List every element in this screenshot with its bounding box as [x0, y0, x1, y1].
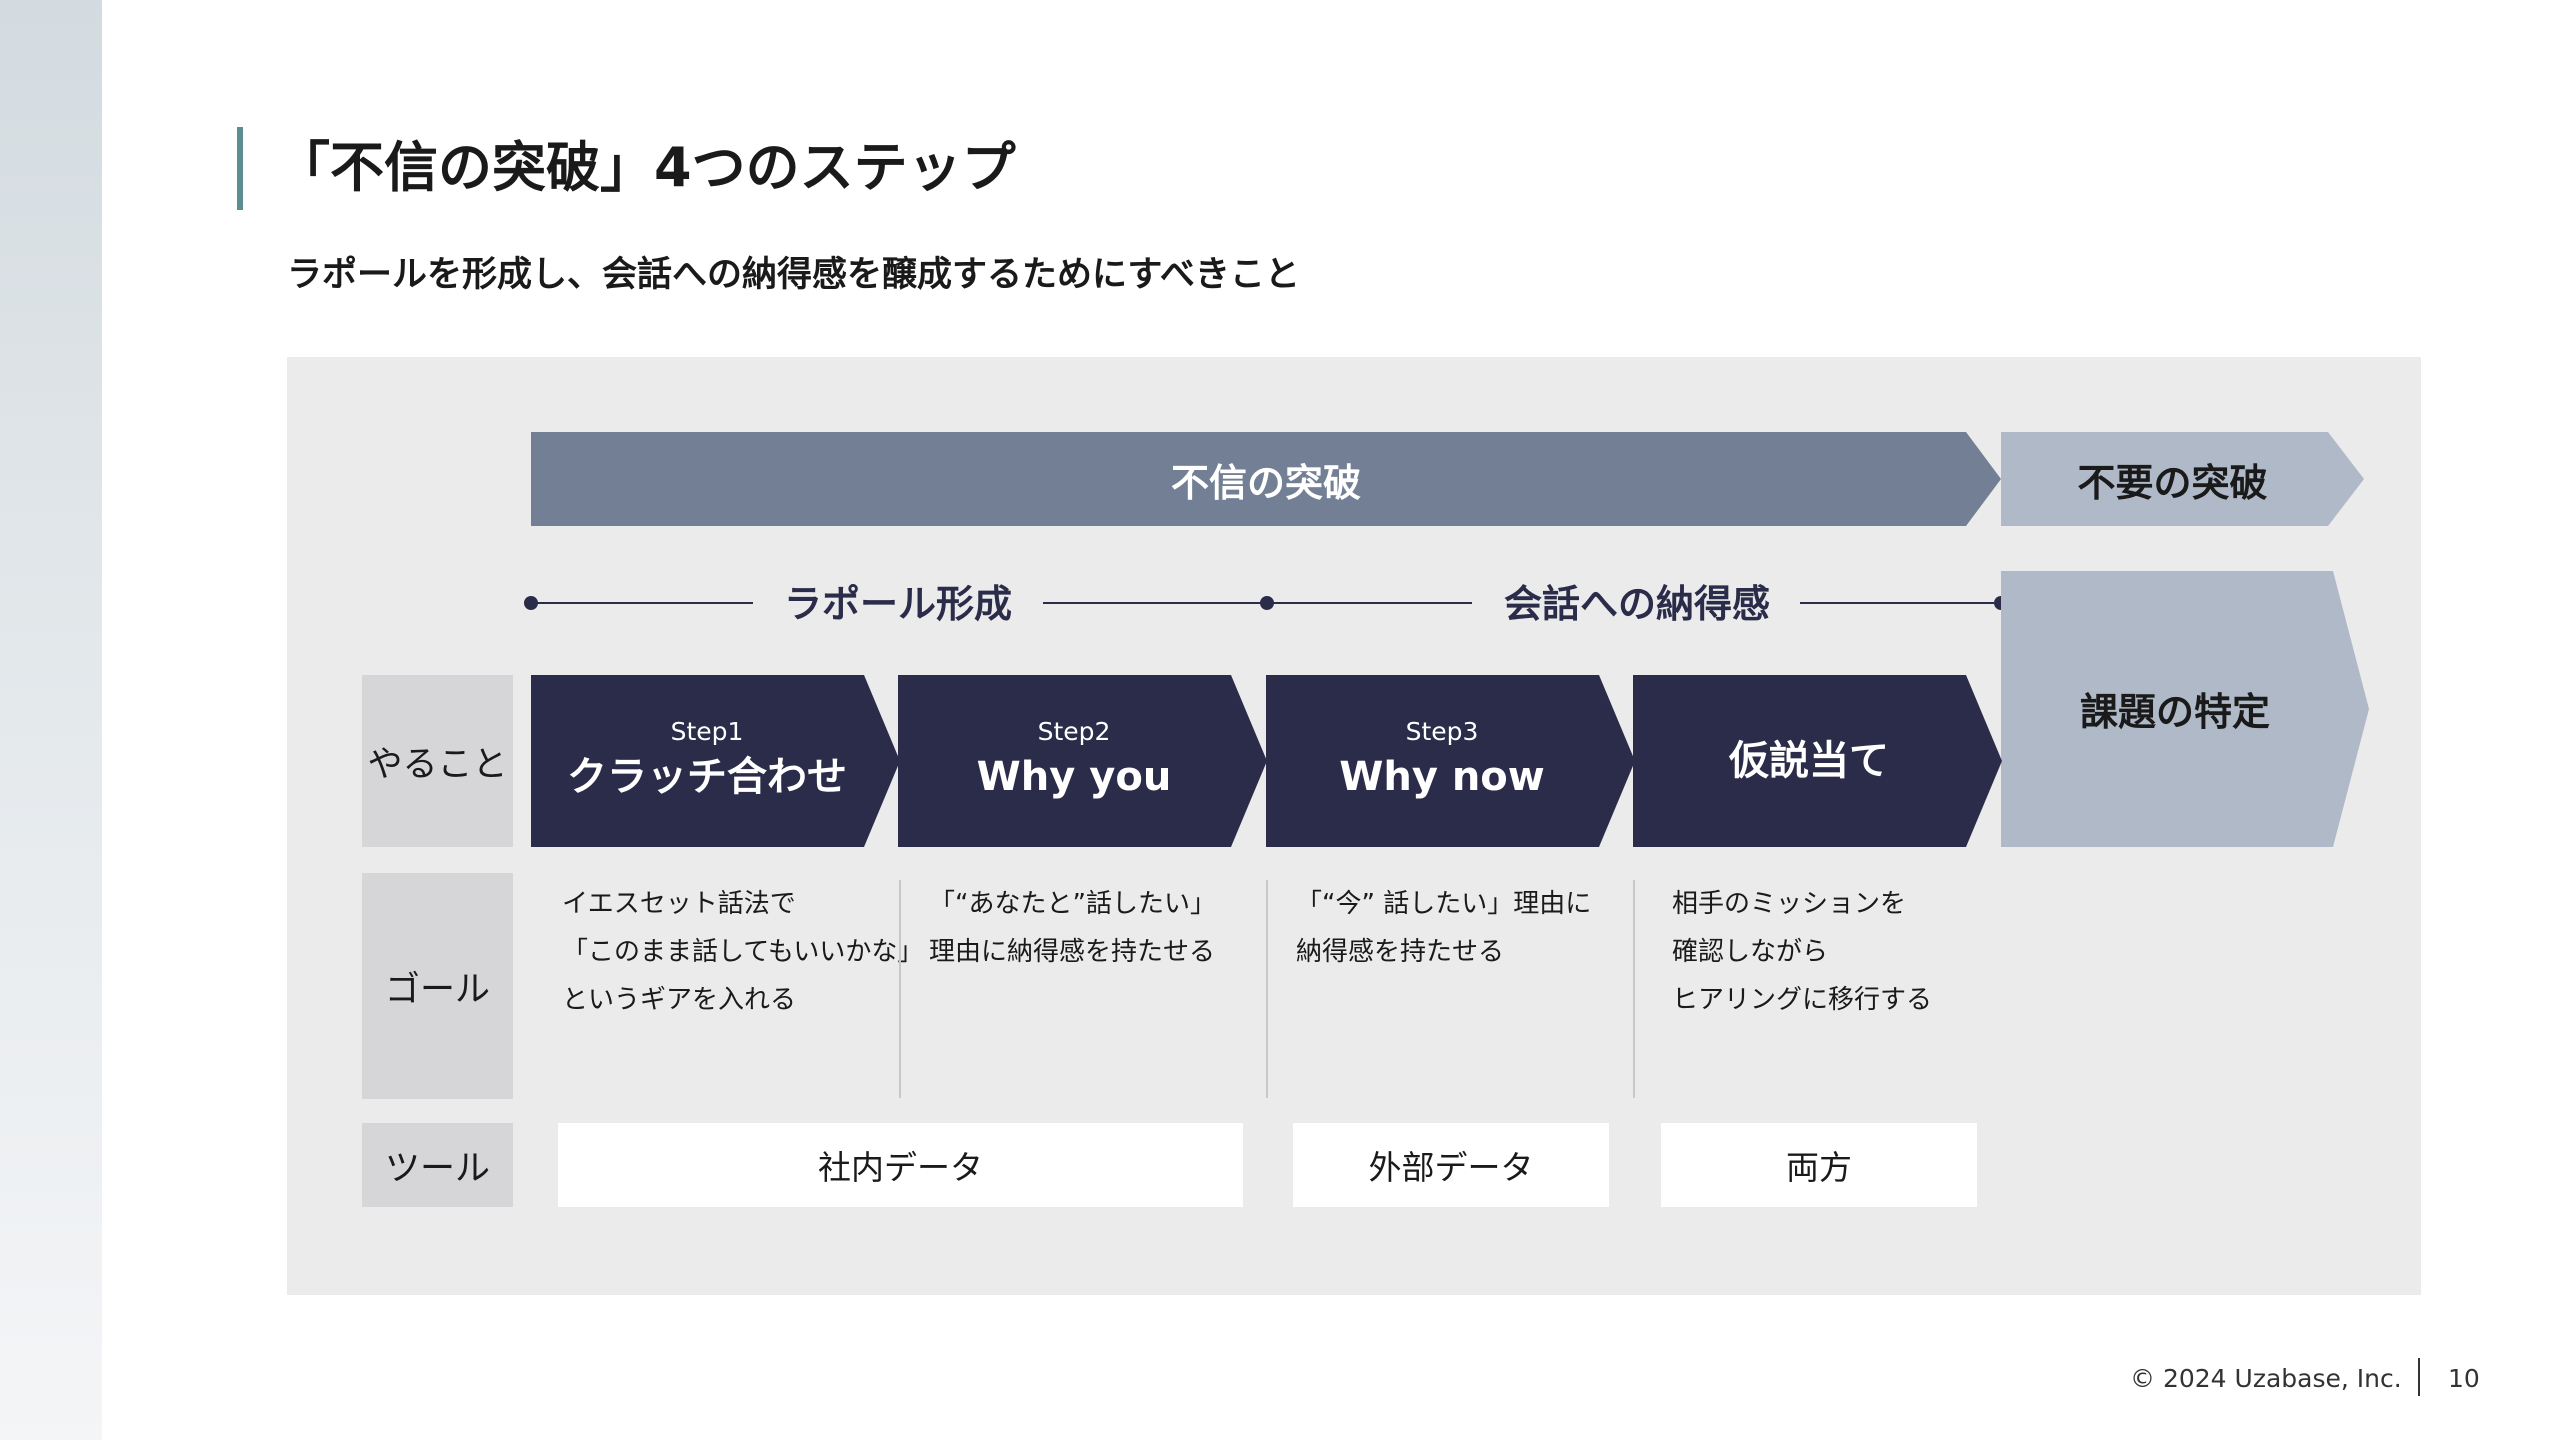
banner-main-arrow-shape — [531, 432, 2001, 526]
step-2-title: Why you — [976, 754, 1172, 800]
column-divider — [1633, 880, 1635, 1098]
goal-line: イエスセット話法で — [562, 889, 796, 919]
timeline-line — [1800, 602, 1994, 604]
step-3-chevron-shape — [1266, 675, 1635, 847]
step-4-chevron: 仮説当て — [1633, 675, 2002, 847]
goal-line: 「“あなたと”話したい」 — [929, 889, 1216, 919]
goal-line: 「このまま話してもいいかな」 — [562, 937, 924, 967]
footer-copyright: © 2024 Uzabase, Inc. — [2130, 1364, 2402, 1393]
step-3-chevron: Step3 Why now — [1266, 675, 1635, 847]
banner-main: 不信の突破 — [531, 432, 2001, 526]
side-decoration-strip — [0, 0, 102, 1440]
banner-main-label: 不信の突破 — [1170, 460, 1361, 505]
banner-final-arrow-shape — [2001, 571, 2369, 847]
page-subtitle: ラポールを形成し、会話への納得感を醸成するためにすべきこと — [287, 255, 1300, 295]
banner-final-label: 課題の特定 — [2079, 690, 2270, 734]
column-divider — [1266, 880, 1268, 1098]
tool-both: 両方 — [1661, 1123, 1977, 1207]
banner-secondary: 不要の突破 — [2001, 432, 2364, 526]
banner-secondary-label: 不要の突破 — [2077, 460, 2268, 505]
step-2-number: Step2 — [1037, 717, 1111, 746]
step-1-chevron: Step1 クラッチ合わせ — [531, 675, 900, 847]
step-3-title: Why now — [1339, 754, 1545, 800]
goal-line: 納得感を持たせる — [1296, 937, 1505, 967]
goal-line: 「“今” 話したい」理由に — [1296, 889, 1592, 919]
goal-step-2: 「“あなたと”話したい」 理由に納得感を持たせる — [929, 880, 1269, 976]
timeline-line — [531, 602, 753, 604]
step-1-chevron-shape — [531, 675, 900, 847]
step-2-chevron: Step2 Why you — [898, 675, 1267, 847]
step-4-title: 仮説当て — [1729, 738, 1889, 784]
timeline-line — [1267, 602, 1472, 604]
goal-step-4: 相手のミッションを 確認しながら ヒアリングに移行する — [1672, 880, 2012, 1024]
step-2-chevron-shape — [898, 675, 1267, 847]
goal-line: というギアを入れる — [562, 985, 797, 1015]
tool-internal-data: 社内データ — [558, 1123, 1243, 1207]
goal-line: ヒアリングに移行する — [1672, 985, 1933, 1015]
page-number: 10 — [2448, 1364, 2480, 1393]
phase-label-conviction: 会話への納得感 — [1503, 582, 1770, 626]
row-label-tools: ツール — [362, 1123, 513, 1207]
timeline-line — [1043, 602, 1267, 604]
banner-secondary-arrow-shape — [2001, 432, 2364, 526]
step-4-chevron-shape — [1633, 675, 2002, 847]
row-label-actions: やること — [362, 675, 513, 847]
tool-external-data: 外部データ — [1293, 1123, 1609, 1207]
phase-label-rapport: ラポール形成 — [783, 582, 1012, 626]
goal-line: 相手のミッションを — [1672, 889, 1907, 919]
step-3-number: Step3 — [1405, 717, 1479, 746]
step-1-number: Step1 — [670, 717, 744, 746]
goal-line: 確認しながら — [1672, 937, 1829, 967]
column-divider — [899, 880, 901, 1098]
goal-line: 理由に納得感を持たせる — [929, 937, 1216, 967]
step-1-title: クラッチ合わせ — [567, 754, 847, 800]
goal-step-3: 「“今” 話したい」理由に 納得感を持たせる — [1296, 880, 1636, 976]
title-accent-bar — [237, 127, 243, 210]
banner-final: 課題の特定 — [2001, 571, 2369, 847]
page-title: 「不信の突破」4つのステップ — [276, 136, 1016, 199]
row-label-goal: ゴール — [362, 873, 513, 1099]
goal-step-1: イエスセット話法で 「このまま話してもいいかな」 というギアを入れる — [562, 880, 924, 1024]
footer-divider — [2418, 1358, 2420, 1396]
